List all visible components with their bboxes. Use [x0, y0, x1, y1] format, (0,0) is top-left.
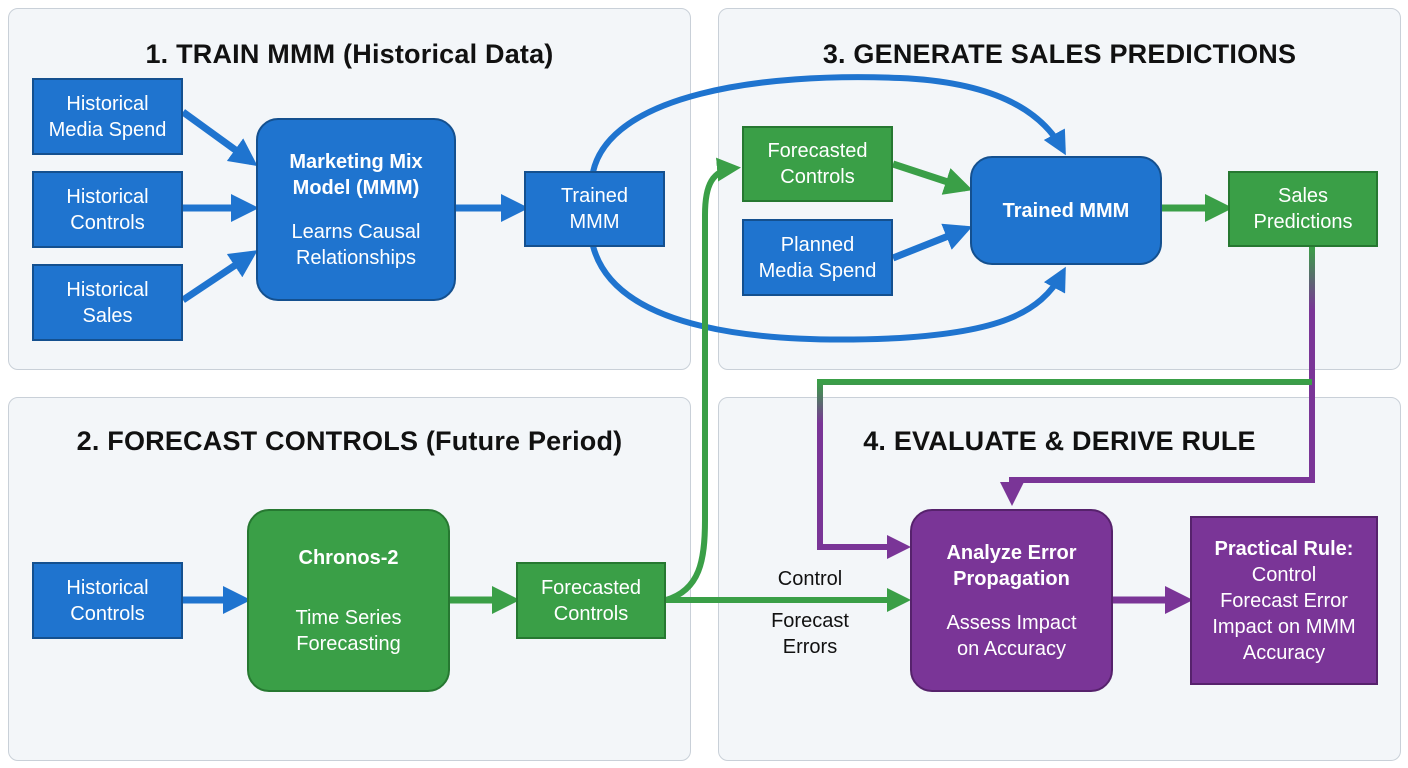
- node-historical-controls-1: Historical Controls: [32, 171, 183, 248]
- edge-trained-loop-bottom: [590, 245, 1066, 343]
- node-subtitle-line: Relationships: [295, 246, 417, 269]
- node-line: Trained: [560, 185, 629, 207]
- node-forecasted-controls-3: Forecasted Controls: [742, 126, 893, 202]
- edge-label-line: Errors: [782, 636, 838, 658]
- node-title-line: Model (MMM): [292, 176, 420, 199]
- node-line: Accuracy: [1242, 641, 1326, 664]
- node-line: Sales: [1277, 185, 1329, 207]
- node-line: Controls: [70, 602, 145, 625]
- node-line: Sales: [82, 304, 133, 327]
- node-line: Forecast Error: [1220, 589, 1348, 612]
- node-planned-media-spend: Planned Media Spend: [742, 219, 893, 296]
- node-subtitle-line: Time Series: [295, 606, 402, 629]
- node-trained-mmm-3: Trained MMM: [970, 156, 1162, 265]
- edge-planned-to-trained: [891, 223, 973, 262]
- node-title-line: Analyze Error: [946, 541, 1077, 564]
- node-line: Impact on MMM: [1212, 615, 1356, 638]
- node-line: Historical: [66, 92, 149, 115]
- edge-sales-to-analyze: [1000, 247, 1315, 506]
- node-line: Controls: [553, 602, 629, 625]
- node-line: Historical: [66, 576, 149, 599]
- node-line: Media Spend: [758, 259, 877, 282]
- panel-title-generate: 3. GENERATE SALES PREDICTIONS: [822, 39, 1297, 69]
- node-line: Control: [1251, 563, 1317, 586]
- node-historical-media-spend: Historical Media Spend: [32, 78, 183, 155]
- edge-fc-controls-to-trained: [891, 160, 973, 195]
- edge-trained-loop-top: [590, 74, 1066, 173]
- node-analyze-error-propagation: Analyze Error Propagation Assess Impact …: [910, 509, 1113, 692]
- node-line: Historical: [66, 185, 149, 208]
- node-historical-controls-2: Historical Controls: [32, 562, 183, 639]
- node-forecasted-controls-2: Forecasted Controls: [516, 562, 666, 639]
- node-line: Controls: [70, 211, 145, 234]
- node-title-line: Chronos-2: [298, 546, 399, 569]
- node-sales-predictions: Sales Predictions: [1228, 171, 1378, 247]
- node-chronos-2: Chronos-2 Time Series Forecasting: [247, 509, 450, 692]
- edge-label-line: Control: [777, 568, 843, 590]
- edge-forecasted-up: [665, 157, 741, 603]
- node-title-line: Trained MMM: [1002, 199, 1130, 222]
- edge-label-control-forecast-errors: Control Forecast Errors: [740, 566, 880, 660]
- node-line: Controls: [780, 166, 855, 188]
- node-line: MMM: [569, 211, 620, 233]
- node-line: Forecasted: [767, 140, 868, 162]
- edge-media-to-mmm: [180, 109, 258, 167]
- edge-label-line: Forecast: [771, 610, 849, 632]
- node-title-line: Practical Rule:: [1214, 537, 1354, 560]
- node-subtitle-line: Assess Impact: [946, 611, 1077, 634]
- node-title-line: Marketing Mix: [289, 150, 423, 173]
- panel-title-evaluate: 4. EVALUATE & DERIVE RULE: [863, 426, 1256, 456]
- node-subtitle-line: on Accuracy: [957, 637, 1066, 660]
- node-subtitle-line: Forecasting: [296, 632, 401, 655]
- node-line: Historical: [66, 278, 149, 301]
- node-line: Media Spend: [48, 118, 167, 141]
- node-title-line: Propagation: [953, 567, 1070, 590]
- edge-sales-to-mmm: [181, 250, 258, 303]
- node-line: Forecasted: [540, 576, 642, 599]
- panel-title-forecast: 2. FORECAST CONTROLS (Future Period): [76, 426, 623, 456]
- edge-feedback-to-analyze: [817, 379, 1312, 559]
- node-subtitle-line: Learns Causal: [291, 220, 421, 243]
- node-line: Predictions: [1253, 211, 1353, 233]
- node-line: Planned: [780, 233, 855, 256]
- panel-title-train: 1. TRAIN MMM (Historical Data): [145, 39, 554, 69]
- node-trained-mmm-1: Trained MMM: [524, 171, 665, 247]
- node-marketing-mix-model: Marketing Mix Model (MMM) Learns Causal …: [256, 118, 456, 301]
- node-historical-sales: Historical Sales: [32, 264, 183, 341]
- node-practical-rule: Practical Rule: Control Forecast Error I…: [1190, 516, 1378, 685]
